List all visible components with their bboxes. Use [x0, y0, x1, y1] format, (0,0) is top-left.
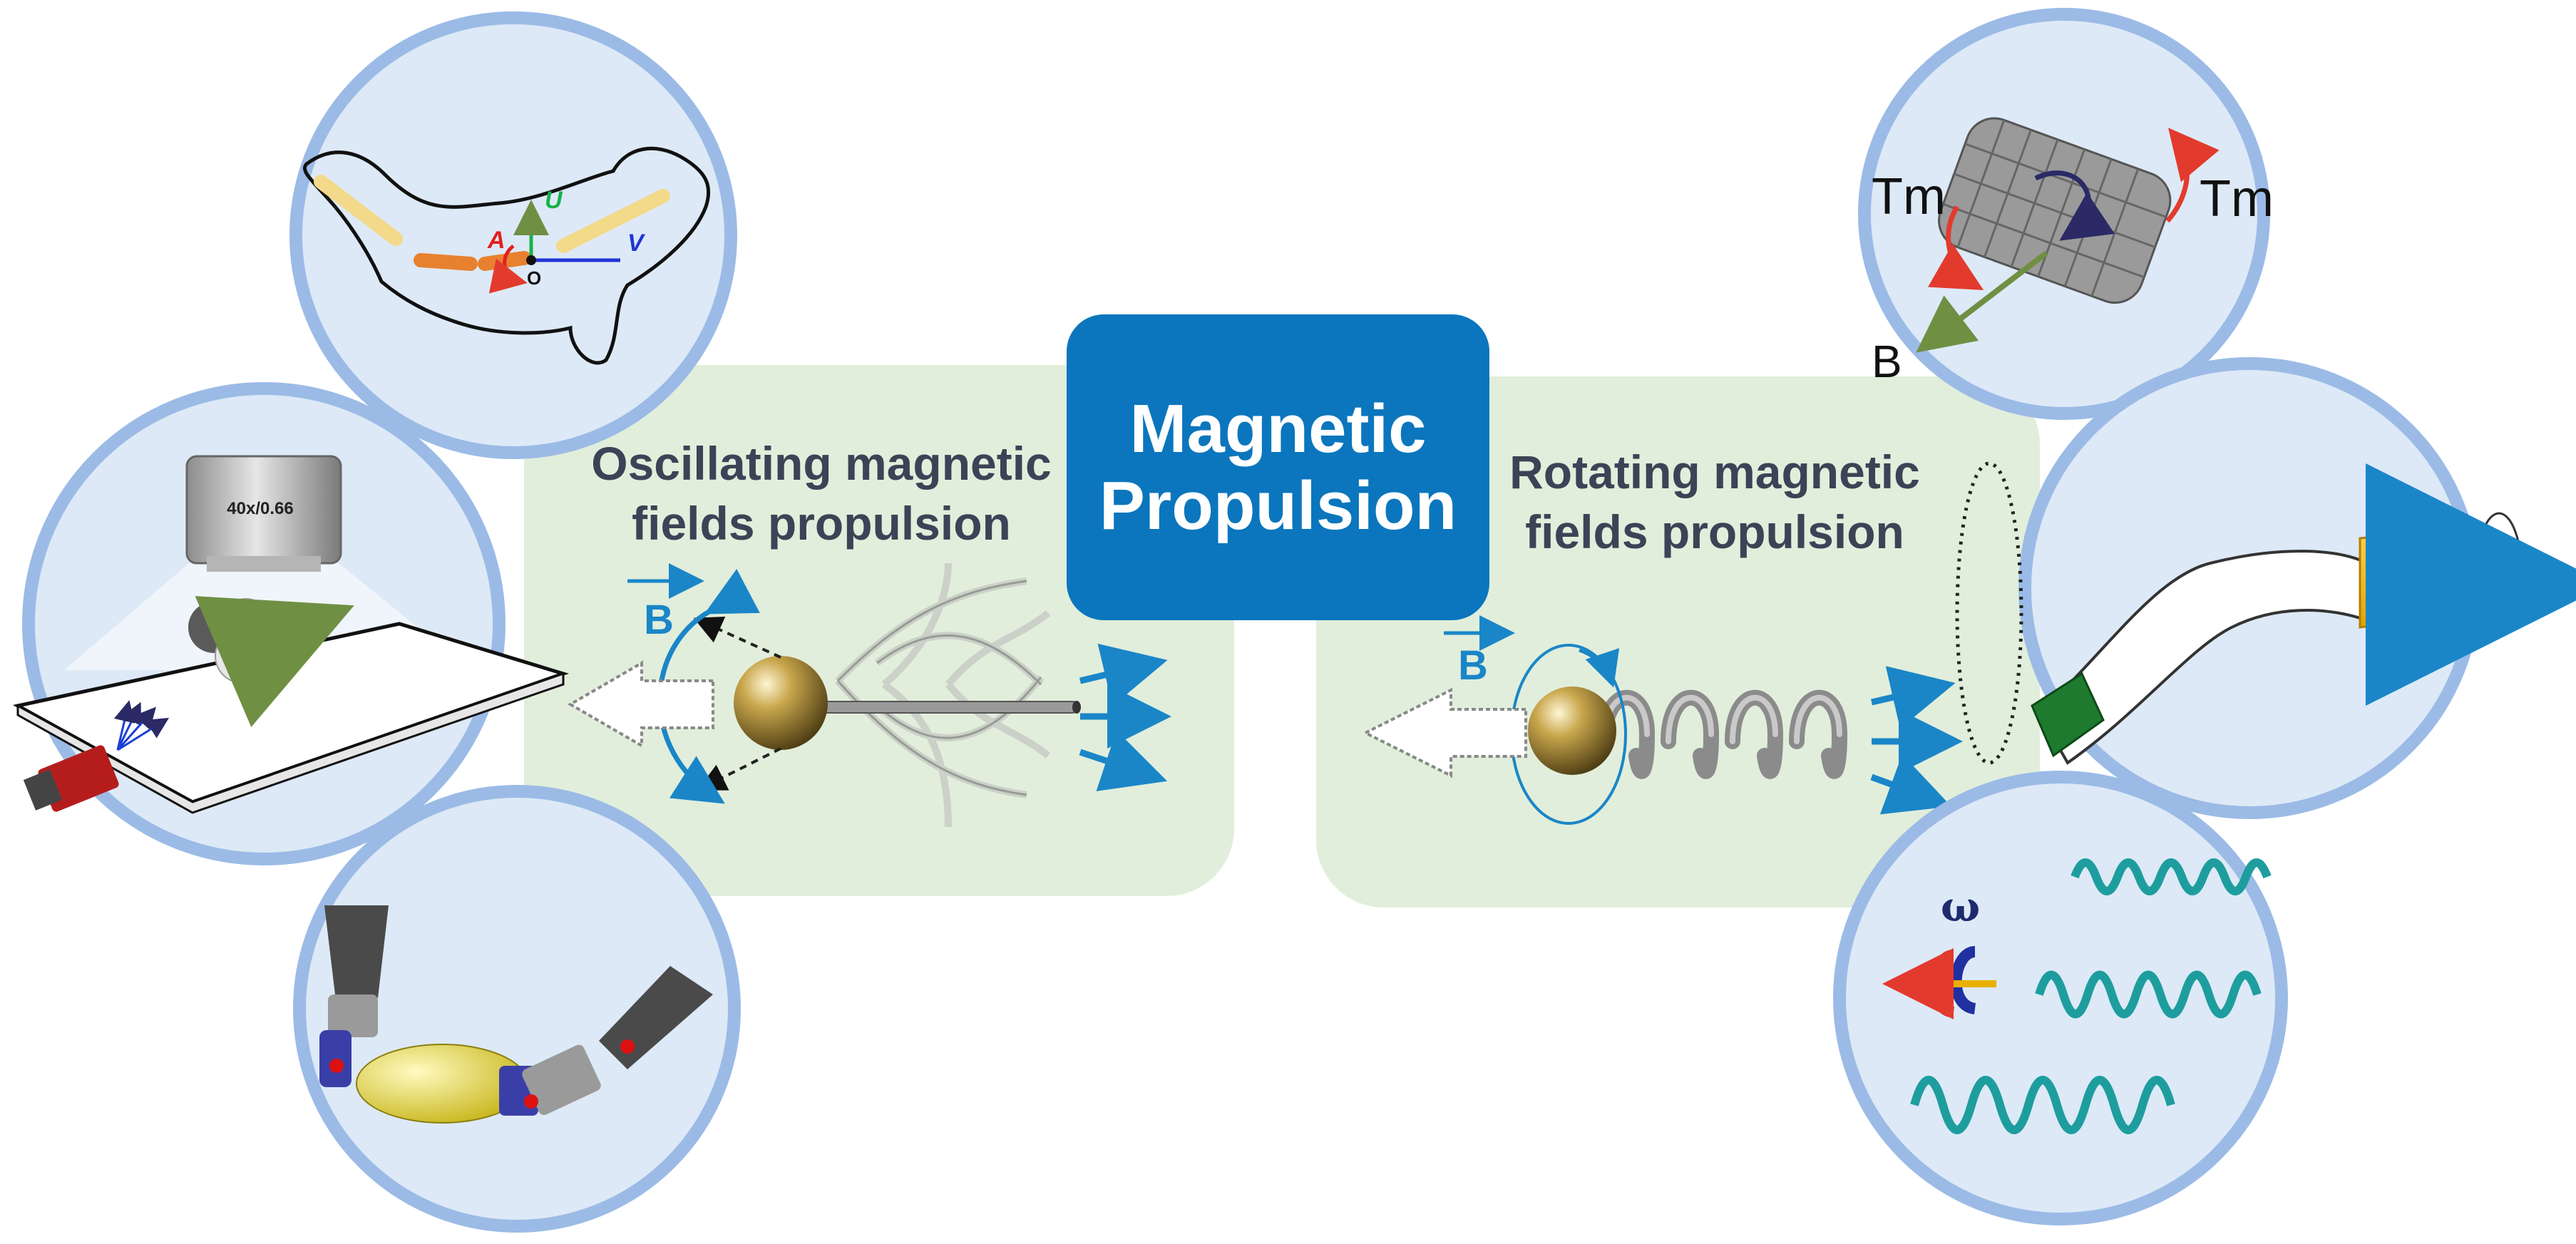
torque-right-label: Tm — [2200, 170, 2274, 227]
oscillating-title-line-2: fields propulsion — [632, 497, 1011, 550]
field-vector-label: B — [1872, 336, 1902, 387]
rotation-ellipse — [1955, 461, 2023, 765]
fish-a-label: A — [488, 227, 506, 254]
title-line-2: Propulsion — [1099, 467, 1457, 544]
oscillating-title-line-1: Oscillating magnetic — [591, 437, 1052, 490]
rotating-swimmer — [1362, 615, 1963, 825]
helices-panel — [1833, 771, 2288, 1225]
magnetic-propulsion-title: Magnetic Propulsion — [1067, 314, 1489, 620]
omega-label: ω — [1941, 883, 1981, 931]
torque-left-label: Tm — [1872, 168, 1946, 225]
rotating-title-line-2: fields propulsion — [1525, 505, 1904, 558]
fish-o-label: O — [527, 267, 542, 289]
title-line-1: Magnetic — [1129, 390, 1427, 467]
objective-label: 40x/0.66 — [227, 499, 294, 518]
rolled-tube-panel — [1858, 8, 2270, 420]
oscillating-title: Oscillating magnetic fields propulsion — [565, 433, 1078, 553]
fish-v-label: V — [627, 230, 644, 257]
fish-u-label: U — [545, 187, 563, 214]
oscillating-field-label: B — [644, 597, 674, 643]
fish-robot-panel — [289, 11, 737, 459]
robot-joint-panel — [293, 785, 741, 1233]
oscillating-swimmer — [568, 562, 1171, 828]
rotating-field-label: B — [1458, 642, 1488, 689]
bent-tube-panel — [2018, 357, 2576, 819]
microscope-panel — [12, 382, 570, 865]
rotating-panel — [1316, 376, 2040, 908]
rotating-title: Rotating magnetic fields propulsion — [1487, 442, 1943, 562]
rotating-title-line-1: Rotating magnetic — [1509, 446, 1920, 498]
